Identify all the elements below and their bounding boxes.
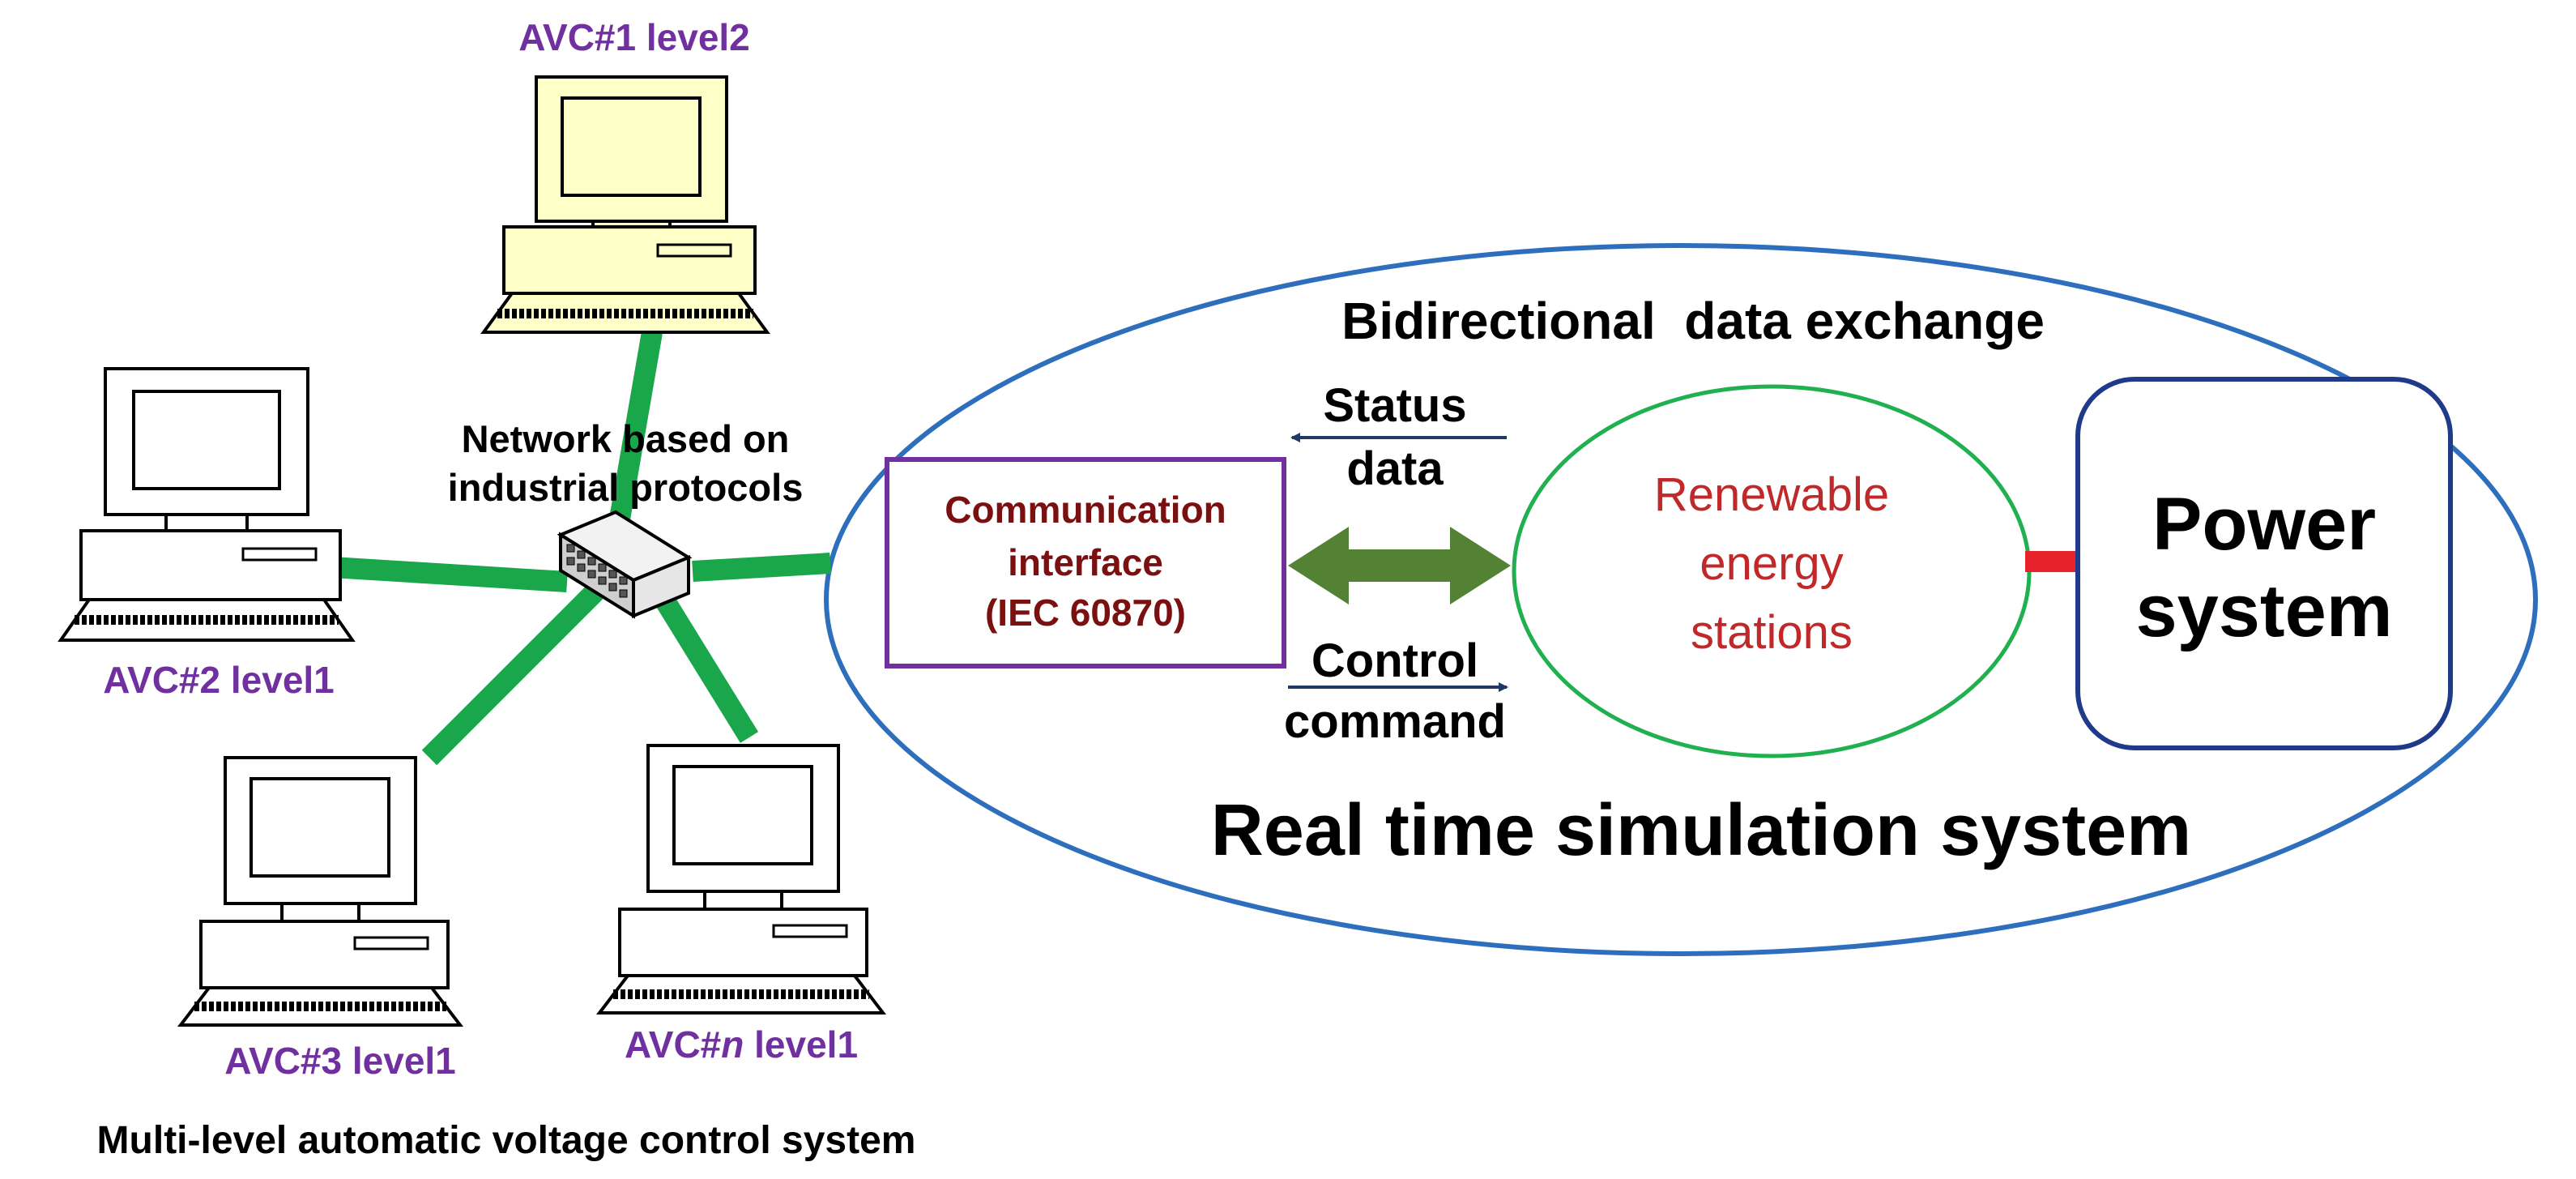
link-simulation <box>692 553 831 582</box>
renewable-line2: energy <box>1700 537 1843 590</box>
control-command-line2: command <box>1284 695 1506 748</box>
network-label-line2: industrial protocols <box>448 466 804 509</box>
comm-interface-line3: (IEC 60870) <box>985 592 1186 634</box>
link-avc3 <box>421 583 603 766</box>
control-system-caption: Multi-level automatic voltage control sy… <box>97 1119 916 1162</box>
simulation-title: Real time simulation system <box>1211 790 2191 871</box>
link-avcn <box>655 594 759 743</box>
comm-interface-line2: interface <box>1008 541 1163 583</box>
renewable-line1: Renewable <box>1654 468 1889 521</box>
avc1-label: AVC#1 level2 <box>518 16 750 58</box>
bidirectional-arrow <box>1288 527 1511 604</box>
computer-avc3 <box>177 756 464 1027</box>
comm-interface-box <box>885 457 1286 669</box>
network-links <box>331 330 831 766</box>
desktop-computer-icon <box>58 367 356 642</box>
renewable-line3: stations <box>1691 606 1853 659</box>
avcn-label: AVC#n level1 <box>625 1023 858 1066</box>
link-avc1 <box>608 330 663 531</box>
power-system-box <box>2075 377 2453 750</box>
comm-interface-line1: Communication <box>945 489 1226 531</box>
desktop-computer-icon <box>480 75 770 334</box>
link-avc2 <box>331 557 568 592</box>
bidirectional-exchange-title: Bidirectional data exchange <box>1341 292 2045 350</box>
computer-avcn <box>595 744 887 1015</box>
avc3-label: AVC#3 level1 <box>224 1040 456 1082</box>
desktop-computer-icon <box>177 756 464 1027</box>
computer-avc1 <box>480 75 770 334</box>
control-command-line1: Control <box>1311 634 1478 687</box>
simulation-boundary-ellipse <box>824 243 2538 956</box>
network-label-line1: Network based on <box>462 417 790 460</box>
desktop-computer-icon <box>595 744 887 1015</box>
status-data-line1: Status <box>1323 379 1466 432</box>
power-system-line2: system <box>2135 570 2392 652</box>
power-link <box>2025 551 2078 572</box>
network-switch-icon <box>557 510 693 619</box>
status-data-line2: data <box>1346 442 1444 495</box>
computer-avc2 <box>58 367 356 642</box>
avc2-label: AVC#2 level1 <box>103 659 335 701</box>
power-system-line1: Power <box>2152 483 2376 566</box>
